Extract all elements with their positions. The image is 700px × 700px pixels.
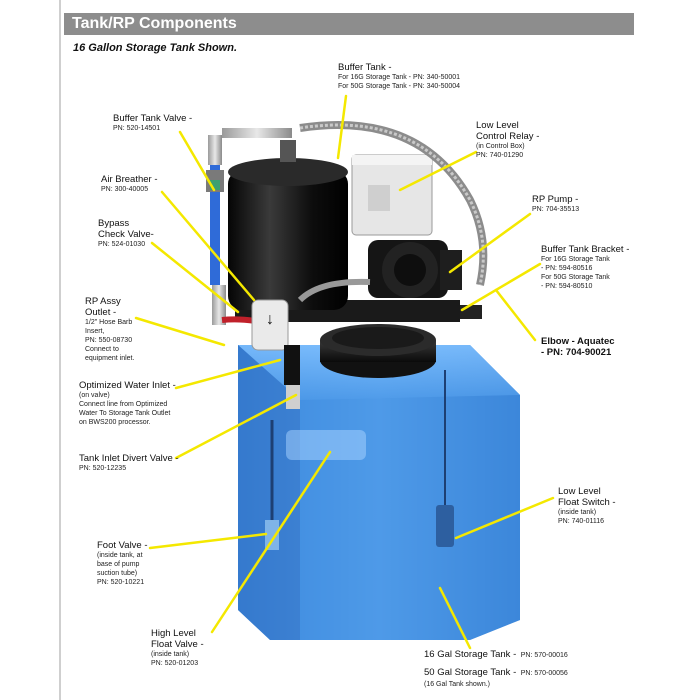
outlet-title-2: Outlet - [85, 307, 117, 318]
float-valve-location: (inside tank) [151, 651, 190, 658]
buffer-tank [228, 140, 348, 310]
float-switch-body [436, 505, 454, 547]
float-switch-title-2: Float Switch - [558, 497, 616, 508]
foot-valve-line-1: (inside tank, at [97, 552, 143, 559]
braided-hose-lower [297, 278, 371, 303]
float-switch-pn: PN: 740-01116 [558, 518, 605, 525]
inlet-line-3: Water To Storage Tank Outlet [79, 410, 171, 417]
label-rp-assy-outlet: RP Assy Outlet - 1/2" Hose Barb Insert, … [85, 296, 134, 363]
outlet-pn: PN: 550-08730 [85, 337, 133, 344]
foot-valve-line-3: suction tube) [97, 570, 138, 577]
page-margin-rule [59, 0, 61, 700]
outlet-line-2: Insert, [85, 328, 105, 335]
bracket-50g-label: For 50G Storage Tank [541, 274, 610, 281]
callout-lines [134, 94, 555, 650]
label-foot-valve: Foot Valve - (inside tank, at base of pu… [97, 540, 148, 587]
left-valve-piping [206, 128, 292, 325]
air-breather-pn: PN: 300-40005 [101, 186, 149, 193]
label-storage-tank: 16 Gal Storage Tank - PN: 570-00016 50 G… [424, 644, 568, 689]
storage-tank-50g-title: 50 Gal Storage Tank - [424, 667, 517, 678]
label-air-breather: Air Breather - PN: 300-40005 [101, 174, 158, 194]
elbow-title: Elbow - Aquatec [541, 336, 615, 347]
label-rp-pump: RP Pump - PN: 704-35513 [532, 194, 579, 214]
high-level-float-body [286, 430, 366, 460]
storage-tank-50g-pn: PN: 570-00056 [520, 670, 568, 677]
tank-cap [320, 324, 436, 378]
control-box [351, 154, 433, 236]
inlet-line-1: (on valve) [79, 392, 110, 399]
label-low-level-float-switch: Low Level Float Switch - (inside tank) P… [558, 486, 616, 526]
divert-valve-title: Tank Inlet Divert Valve - [79, 453, 179, 464]
outlet-line-1: 1/2" Hose Barb [85, 319, 133, 326]
bracket-16g-pn: - PN: 594-80516 [541, 265, 593, 272]
outlet-title-1: RP Assy [85, 296, 121, 307]
elbow-pn: - PN: 704-90021 [541, 347, 612, 358]
label-tank-inlet-divert-valve: Tank Inlet Divert Valve - PN: 520-12235 [79, 453, 179, 473]
figure-subtitle: 16 Gallon Storage Tank Shown. [73, 42, 238, 54]
section-title: Tank/RP Components [72, 15, 237, 32]
bracket-50g-pn: - PN: 594-80510 [541, 283, 593, 290]
float-switch-location: (inside tank) [558, 509, 597, 516]
bracket-16g-label: For 16G Storage Tank [541, 256, 610, 263]
storage-tank [238, 345, 520, 640]
storage-tank-note: (16 Gal Tank shown.) [424, 681, 491, 688]
buffer-tank-valve-title: Buffer Tank Valve - [113, 113, 193, 124]
label-elbow-aquatec: Elbow - Aquatec - PN: 704-90021 [541, 336, 615, 358]
foot-valve-title: Foot Valve - [97, 540, 148, 551]
foot-valve-pn: PN: 520-10221 [97, 579, 145, 586]
bypass-title-1: Bypass [98, 218, 130, 229]
float-valve-title-2: Float Valve - [151, 639, 204, 650]
bypass-title-2: Check Valve- [98, 229, 154, 240]
control-relay-title-2: Control Relay - [476, 131, 540, 142]
divert-valve-pn: PN: 520-12235 [79, 465, 127, 472]
inlet-line-2: Connect line from Optimized [79, 401, 168, 408]
label-optimized-water-inlet: Optimized Water Inlet - (on valve) Conne… [79, 380, 176, 427]
buffer-tank-pn-50g: For 50G Storage Tank - PN: 340-50004 [338, 83, 461, 90]
control-relay-pn: PN: 740-01290 [476, 152, 524, 159]
label-buffer-tank: Buffer Tank - For 16G Storage Tank - PN:… [338, 62, 460, 91]
bracket-title: Buffer Tank Bracket - [541, 244, 630, 255]
outlet-line-5: equipment inlet. [85, 355, 135, 362]
outlet-line-4: Connect to [85, 346, 119, 353]
buffer-tank-title: Buffer Tank - [338, 62, 392, 73]
float-switch-title-1: Low Level [558, 486, 601, 497]
float-valve-pn: PN: 520-01203 [151, 660, 199, 667]
foot-valve-body [265, 520, 279, 550]
svg-text:↓: ↓ [266, 311, 274, 328]
control-relay-title-1: Low Level [476, 120, 519, 131]
rp-pump-pn: PN: 704-35513 [532, 206, 580, 213]
air-breather-title: Air Breather - [101, 174, 158, 185]
label-buffer-tank-bracket: Buffer Tank Bracket - For 16G Storage Ta… [541, 244, 629, 291]
label-buffer-tank-valve: Buffer Tank Valve - PN: 520-14501 [113, 113, 192, 133]
label-bypass-check-valve: Bypass Check Valve- PN: 524-01030 [98, 218, 154, 249]
buffer-tank-pn-16g: For 16G Storage Tank - PN: 340-50001 [338, 74, 461, 81]
control-relay-location: (in Control Box) [476, 143, 525, 150]
rp-pump-title: RP Pump - [532, 194, 579, 205]
float-valve-title-1: High Level [151, 628, 196, 639]
inlet-title: Optimized Water Inlet - [79, 380, 176, 391]
foot-valve-line-2: base of pump [97, 561, 140, 568]
inlet-line-4: on BWS200 processor. [79, 419, 151, 426]
storage-tank-16g-pn: PN: 570-00016 [520, 652, 568, 659]
bypass-pn: PN: 524-01030 [98, 241, 146, 248]
section-header: Tank/RP Components [64, 13, 634, 35]
label-low-level-control-relay: Low Level Control Relay - (in Control Bo… [476, 120, 539, 160]
label-high-level-float-valve: High Level Float Valve - (inside tank) P… [151, 628, 204, 668]
rp-pump [368, 240, 462, 298]
buffer-tank-valve-pn: PN: 520-14501 [113, 125, 161, 132]
storage-tank-16g-title: 16 Gal Storage Tank - [424, 649, 517, 660]
